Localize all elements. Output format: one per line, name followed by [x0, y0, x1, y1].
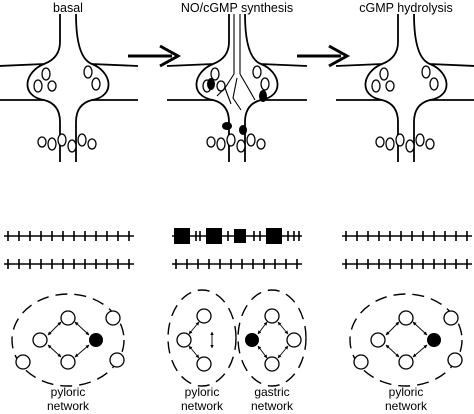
- network-basal: [11, 293, 125, 387]
- network-label-synthesis-pyloric-line2: network: [181, 399, 224, 413]
- right-arrow-icon: [297, 44, 351, 68]
- spike-train-hydrolysis-top: [341, 230, 473, 242]
- spike-train-synthesis-top: [172, 228, 302, 244]
- network-label-basal-line2: network: [47, 399, 90, 413]
- spike-train-basal-bottom: [3, 258, 135, 270]
- network-label-synthesis-gastric-line2: network: [251, 399, 294, 413]
- panel-title-hydrolysis: cGMP hydrolysis: [359, 1, 453, 15]
- right-arrow-icon: [128, 44, 182, 68]
- synapse-hydrolysis: [335, 13, 474, 163]
- panel-title-synthesis: NO/cGMP synthesis: [181, 1, 293, 15]
- network-hydrolysis: [349, 293, 463, 387]
- network-label-synthesis-pyloric-line1: pyloric: [185, 385, 220, 399]
- spike-train-synthesis-bottom: [171, 258, 303, 270]
- network-label-hydrolysis-line2: network: [385, 399, 428, 413]
- synapse-synthesis: [166, 13, 308, 163]
- network-label-synthesis-gastric-line1: gastric: [254, 385, 289, 399]
- synapse-basal: [0, 13, 139, 163]
- network-label-hydrolysis-line1: pyloric: [389, 385, 424, 399]
- spike-train-basal-top: [3, 230, 135, 242]
- panel-title-basal: basal: [53, 1, 83, 15]
- network-synthesis-gastric: [237, 289, 307, 387]
- network-label-basal-line1: pyloric: [51, 385, 86, 399]
- spike-train-hydrolysis-bottom: [341, 258, 473, 270]
- network-synthesis-pyloric: [167, 289, 237, 387]
